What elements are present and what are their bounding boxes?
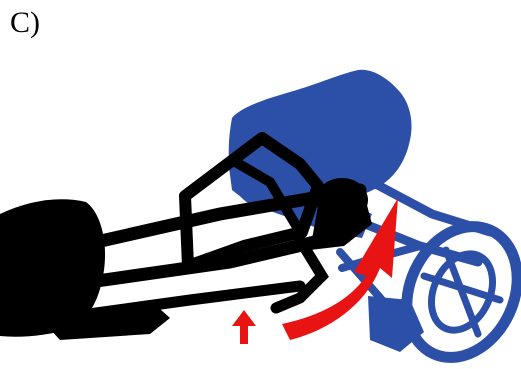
blue-silhouette bbox=[228, 70, 521, 369]
up-arrow-icon bbox=[232, 310, 256, 344]
